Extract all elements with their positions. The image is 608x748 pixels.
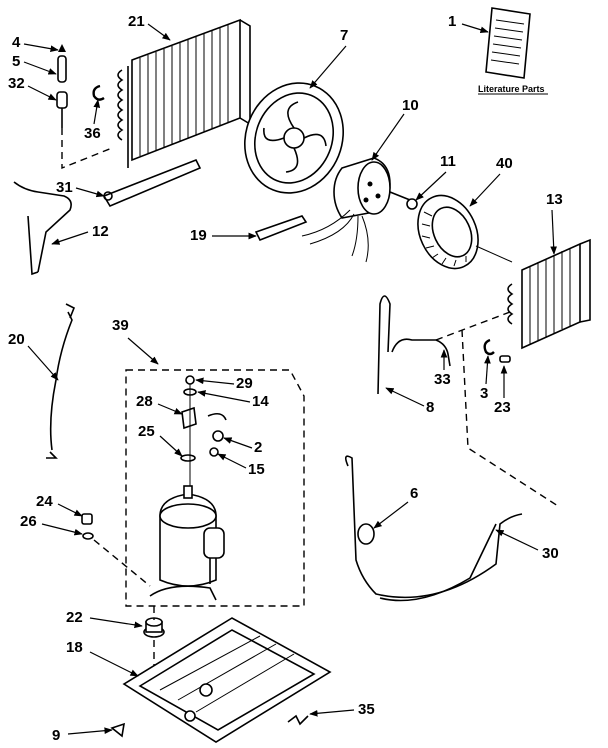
callout-1: 1 bbox=[448, 13, 456, 30]
connection-line bbox=[461, 329, 559, 507]
filter-drier bbox=[357, 523, 375, 545]
callout-29: 29 bbox=[236, 375, 253, 392]
evaporator-coil bbox=[507, 238, 591, 350]
clip-part-9 bbox=[110, 722, 126, 738]
grommet-22 bbox=[143, 617, 165, 638]
clip-part bbox=[92, 84, 105, 101]
callout-14: 14 bbox=[252, 393, 269, 410]
callout-28: 28 bbox=[136, 393, 153, 410]
callouts: 1 4 5 32 36 21 7 10 11 40 13 31 12 19 20… bbox=[8, 13, 563, 744]
callout-20: 20 bbox=[8, 331, 25, 348]
callout-5: 5 bbox=[12, 53, 20, 70]
clip-part-right bbox=[483, 338, 495, 356]
connection-line bbox=[435, 311, 511, 341]
callout-2: 2 bbox=[254, 439, 262, 456]
tube-part-8 bbox=[377, 295, 391, 395]
nut-part-24 bbox=[81, 513, 93, 525]
callout-15: 15 bbox=[248, 461, 265, 478]
tube-part-33 bbox=[391, 338, 451, 367]
callout-36: 36 bbox=[84, 125, 101, 142]
callout-4: 4 bbox=[12, 34, 21, 51]
grommet-part bbox=[499, 355, 511, 363]
spring-part bbox=[287, 714, 309, 726]
callout-11: 11 bbox=[440, 153, 456, 170]
callout-12: 12 bbox=[92, 223, 109, 240]
callout-24: 24 bbox=[36, 493, 53, 510]
literature-parts-booklet: Literature Parts bbox=[478, 7, 548, 95]
washer-part bbox=[82, 532, 94, 540]
callout-32: 32 bbox=[8, 75, 25, 92]
callout-30: 30 bbox=[542, 545, 559, 562]
capillary-assembly bbox=[56, 44, 68, 128]
literature-label: Literature Parts bbox=[478, 84, 545, 94]
fan-motor bbox=[301, 157, 411, 263]
condenser-coil bbox=[117, 18, 251, 168]
callout-26: 26 bbox=[20, 513, 37, 530]
fan-shroud bbox=[243, 82, 345, 194]
tube-part-30 bbox=[379, 523, 497, 602]
callout-23: 23 bbox=[494, 399, 511, 416]
compressor-hardware bbox=[180, 375, 227, 492]
callout-18: 18 bbox=[66, 639, 83, 656]
bracket-part bbox=[102, 158, 202, 208]
wire-harness bbox=[46, 303, 76, 459]
callout-3: 3 bbox=[480, 385, 488, 402]
callout-9: 9 bbox=[52, 727, 60, 744]
callout-40: 40 bbox=[496, 155, 513, 172]
callout-6: 6 bbox=[410, 485, 418, 502]
callout-39: 39 bbox=[112, 317, 129, 334]
callout-35: 35 bbox=[358, 701, 375, 718]
nut-part bbox=[406, 198, 418, 210]
base-pan bbox=[122, 617, 332, 743]
callout-19: 19 bbox=[190, 227, 207, 244]
strip-part bbox=[254, 215, 308, 242]
callout-33: 33 bbox=[434, 371, 451, 388]
callout-7: 7 bbox=[340, 27, 348, 44]
compressor bbox=[149, 485, 225, 601]
tube-part bbox=[13, 181, 72, 276]
callout-21: 21 bbox=[128, 13, 145, 30]
callout-31: 31 bbox=[56, 179, 73, 196]
connection-line bbox=[93, 539, 151, 587]
callout-10: 10 bbox=[402, 97, 419, 114]
shaft-line bbox=[475, 245, 513, 263]
callout-8: 8 bbox=[426, 399, 434, 416]
tube-part-6 bbox=[344, 455, 523, 599]
callout-25: 25 bbox=[138, 423, 155, 440]
connection-line bbox=[61, 128, 113, 170]
callout-22: 22 bbox=[66, 609, 83, 626]
blower-wheel bbox=[417, 194, 479, 270]
compressor-group-outline bbox=[125, 369, 305, 607]
callout-13: 13 bbox=[546, 191, 563, 208]
